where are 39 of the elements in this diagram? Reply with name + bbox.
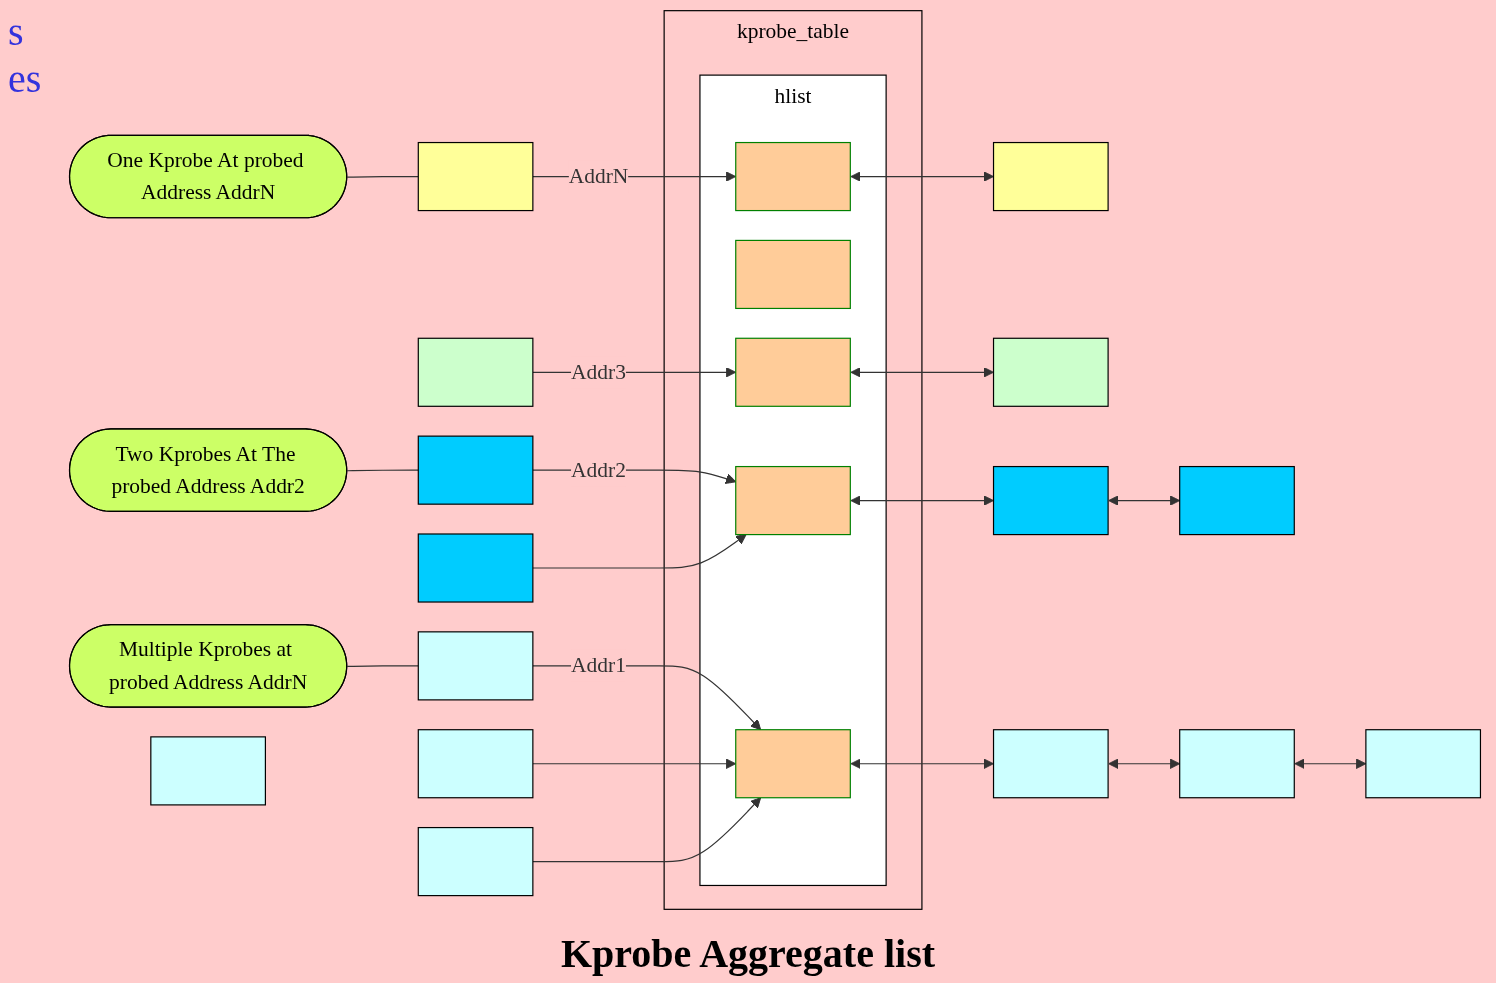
node-box	[992, 337, 1109, 407]
diagram: kprobe_table hlist AddrN Addr3 Addr2 Addr1 One Kprobe At probed Address AddrN Two Kprobes At The probed Address Addr2 Multiple Kprobes at probed Address AddrN	[60, 0, 1490, 920]
connector	[346, 665, 419, 668]
arrow	[850, 367, 994, 378]
connector	[346, 469, 419, 472]
node-box	[992, 465, 1109, 536]
edge-label: AddrN	[568, 164, 629, 188]
node-box	[417, 729, 534, 799]
node-box	[417, 631, 534, 701]
node-box	[735, 337, 851, 407]
arrow	[532, 797, 762, 863]
node-box	[735, 729, 851, 799]
node-box	[992, 729, 1109, 799]
slide-text-fragment: s	[8, 8, 25, 55]
edge-label: Addr2	[571, 457, 626, 482]
node-box	[417, 141, 534, 212]
node-box	[1365, 729, 1482, 799]
node-box	[417, 435, 534, 505]
node-box	[417, 337, 534, 407]
cluster	[663, 10, 923, 910]
connector	[346, 175, 419, 178]
node-box	[735, 239, 851, 310]
arrow	[850, 171, 994, 182]
arrow	[850, 495, 994, 506]
slide-text-fragment: es	[8, 55, 42, 102]
edge-label: Addr3	[571, 359, 626, 384]
node-box	[735, 465, 851, 536]
list-heading: Kprobe Aggregate list	[560, 931, 935, 976]
edge-label: Addr1	[571, 653, 626, 678]
node-box	[417, 533, 534, 603]
node-box	[417, 827, 534, 897]
node-box	[1179, 465, 1295, 536]
node-box	[150, 736, 266, 806]
node-box	[992, 141, 1109, 212]
arrow	[532, 534, 747, 569]
node-box	[1179, 729, 1295, 799]
node-box	[735, 141, 851, 212]
cluster	[699, 74, 887, 887]
arrow	[850, 758, 994, 769]
